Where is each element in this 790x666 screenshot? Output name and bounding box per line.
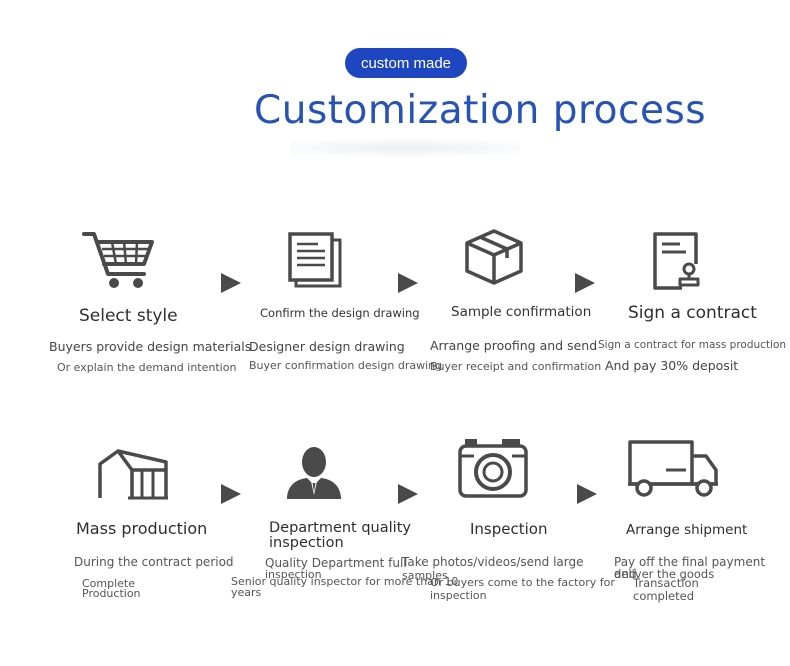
arrow-right-icon bbox=[575, 273, 595, 293]
arrow-right-icon bbox=[221, 484, 241, 504]
title-underline-glow bbox=[290, 140, 520, 156]
step-description: Senior quality inspector for more than 1… bbox=[231, 575, 459, 588]
step-description: Complete bbox=[82, 577, 136, 590]
step-description: Buyer confirmation design drawing bbox=[249, 359, 443, 372]
step-description: Designer design drawing bbox=[249, 339, 405, 354]
step-description: inspection bbox=[265, 568, 322, 581]
step-heading: Department quality bbox=[269, 520, 411, 536]
step-heading: Sign a contract bbox=[628, 303, 757, 323]
step-description: During the contract period bbox=[74, 555, 234, 569]
page-title: Customization process bbox=[254, 88, 707, 133]
camera-icon bbox=[458, 439, 528, 498]
step-description: Quality Department full bbox=[265, 556, 407, 570]
step-heading: Mass production bbox=[76, 519, 208, 538]
step-description: samples bbox=[402, 569, 448, 582]
arrow-right-icon bbox=[398, 484, 418, 504]
step-description: Production bbox=[82, 587, 141, 600]
step-heading: Arrange shipment bbox=[626, 522, 748, 538]
step-description: completed bbox=[633, 589, 695, 603]
arrow-right-icon bbox=[398, 273, 418, 293]
document-icon bbox=[288, 232, 342, 288]
step-description: Buyers provide design materials bbox=[49, 339, 252, 354]
contract-stamp-icon bbox=[653, 232, 700, 290]
step-description: Or buyers come to the factory for bbox=[430, 576, 615, 589]
box-icon bbox=[465, 229, 523, 285]
step-description: And pay 30% deposit bbox=[605, 358, 739, 373]
shopping-cart-icon bbox=[82, 232, 154, 288]
delivery-truck-icon bbox=[628, 440, 718, 497]
step-description: Sign a contract for mass production bbox=[598, 339, 787, 351]
step-heading: Sample confirmation bbox=[451, 304, 592, 320]
step-heading: Confirm the design drawing bbox=[260, 306, 420, 320]
step-heading: inspection bbox=[269, 535, 344, 551]
step-description: Buyer receipt and confirmation bbox=[430, 360, 602, 373]
step-description: deliver the goods bbox=[614, 567, 715, 581]
step-description: Pay off the final payment and bbox=[614, 555, 766, 581]
step-description: Or explain the demand intention bbox=[57, 361, 237, 374]
step-heading: Select style bbox=[79, 306, 178, 326]
step-description: Take photos/videos/send large bbox=[402, 555, 584, 569]
custom-made-badge: custom made bbox=[345, 48, 467, 78]
step-description: Arrange proofing and send bbox=[430, 338, 598, 353]
step-description: inspection bbox=[430, 589, 487, 602]
factory-icon bbox=[98, 449, 168, 500]
step-description: years bbox=[231, 586, 262, 599]
inspector-person-icon bbox=[287, 447, 341, 499]
arrow-right-icon bbox=[221, 273, 241, 293]
step-description: Transaction bbox=[633, 576, 699, 590]
step-heading: Inspection bbox=[470, 520, 548, 538]
arrow-right-icon bbox=[577, 484, 597, 504]
